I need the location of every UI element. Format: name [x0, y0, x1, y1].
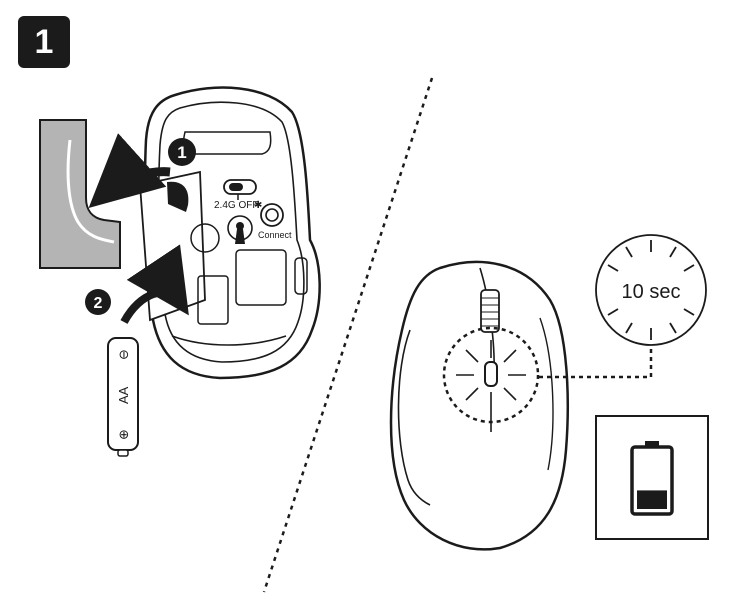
connect-button: [260, 203, 284, 227]
switch-label: 2.4G OFF: [214, 200, 258, 211]
aa-battery: AA ⊖ ⊕: [107, 337, 139, 457]
callout-2-number: 2: [94, 295, 103, 312]
battery-cover: [39, 119, 121, 269]
callout-1-number: 1: [177, 143, 186, 162]
scroll-wheel: [480, 289, 500, 333]
timer-dial: 10 sec: [595, 234, 707, 346]
connect-label: Connect: [258, 230, 292, 240]
callout-2-circle: [85, 289, 111, 315]
battery-positive-icon: ⊕: [116, 429, 131, 440]
bluetooth-icon: ✱: [254, 200, 262, 211]
power-switch: [223, 179, 257, 200]
insert-battery-arrow: [120, 244, 189, 325]
mouse-bottom-view: 2.4G OFF ✱ Connect: [139, 86, 321, 380]
timer-leader-line: [539, 342, 653, 379]
battery-level-fill: [637, 490, 667, 509]
battery-low-icon: [630, 441, 674, 516]
mouse-top-view: [389, 260, 569, 551]
step-number-badge: 1: [18, 16, 70, 68]
battery-negative-icon: ⊖: [116, 349, 131, 360]
battery-status-panel: [595, 415, 709, 540]
battery-label: AA: [116, 386, 131, 404]
callout-1-circle: [168, 138, 196, 166]
section-divider: [262, 77, 434, 593]
optical-sensor: [227, 215, 253, 244]
timer-label: 10 sec: [622, 281, 681, 303]
dpi-button-press-indicator: [442, 326, 540, 432]
remove-cover-arrow: [88, 133, 171, 209]
